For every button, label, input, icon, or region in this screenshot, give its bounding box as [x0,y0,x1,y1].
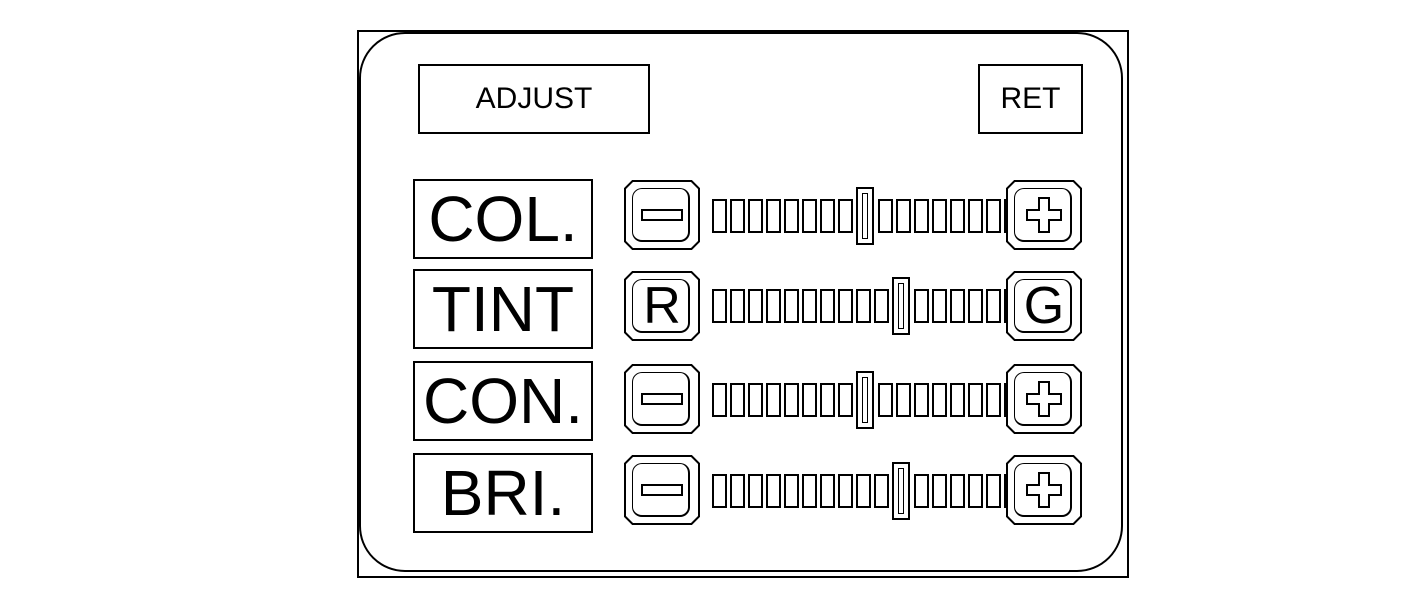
adjust-button[interactable]: ADJUST [418,64,650,134]
slider-tick [766,474,781,508]
slider-tick [838,474,853,508]
brightness-decrease-button[interactable] [624,455,700,525]
slider-thumb[interactable] [892,462,910,520]
slider-tick [838,289,853,323]
slider-tick [914,289,929,323]
brightness-label: BRI. [413,453,593,533]
tint-green-button[interactable]: G [1006,271,1082,341]
slider-tick [820,289,835,323]
slider-tick [838,199,853,233]
slider-tick [856,289,871,323]
color-label: COL. [413,179,593,259]
slider-tick [712,289,727,323]
slider-tick [932,289,947,323]
slider-tick [730,289,745,323]
contrast-label: CON. [413,361,593,441]
minus-icon [641,393,683,405]
slider-tick [730,199,745,233]
slider-tick [950,289,965,323]
minus-icon [641,209,683,221]
tint-red-label: R [643,277,681,335]
brightness-slider[interactable] [712,462,1019,520]
slider-tick [712,383,727,417]
tint-label: TINT [413,269,593,349]
slider-tick [766,199,781,233]
contrast-slider[interactable] [712,371,1019,429]
minus-icon [641,484,683,496]
slider-tick [748,474,763,508]
slider-tick [968,289,983,323]
slider-tick [968,199,983,233]
slider-tick [784,383,799,417]
slider-tick [950,474,965,508]
plus-icon [1024,195,1064,235]
contrast-increase-button[interactable] [1006,364,1082,434]
tint-red-button[interactable]: R [624,271,700,341]
slider-tick [802,289,817,323]
slider-thumb[interactable] [892,277,910,335]
slider-tick [914,383,929,417]
plus-icon [1024,379,1064,419]
brightness-increase-button[interactable] [1006,455,1082,525]
color-slider[interactable] [712,187,1019,245]
slider-tick [766,383,781,417]
slider-tick [950,199,965,233]
slider-tick [986,474,1001,508]
slider-tick [802,474,817,508]
slider-tick [856,474,871,508]
slider-tick [878,199,893,233]
slider-tick [914,474,929,508]
slider-tick [986,199,1001,233]
slider-tick [820,383,835,417]
slider-tick [802,199,817,233]
return-button[interactable]: RET [978,64,1083,134]
slider-tick [932,474,947,508]
slider-tick [986,383,1001,417]
slider-thumb[interactable] [856,371,874,429]
slider-tick [784,199,799,233]
slider-tick [838,383,853,417]
slider-tick [932,199,947,233]
slider-thumb[interactable] [856,187,874,245]
color-increase-button[interactable] [1006,180,1082,250]
slider-tick [874,474,889,508]
slider-tick [968,474,983,508]
slider-tick [802,383,817,417]
slider-tick [986,289,1001,323]
slider-tick [932,383,947,417]
slider-tick [784,474,799,508]
slider-tick [730,474,745,508]
slider-tick [712,199,727,233]
slider-tick [950,383,965,417]
slider-tick [914,199,929,233]
slider-tick [766,289,781,323]
slider-tick [784,289,799,323]
contrast-decrease-button[interactable] [624,364,700,434]
slider-tick [730,383,745,417]
slider-tick [968,383,983,417]
slider-tick [820,474,835,508]
slider-tick [748,289,763,323]
plus-icon [1024,470,1064,510]
slider-tick [874,289,889,323]
slider-tick [748,383,763,417]
slider-tick [896,199,911,233]
slider-tick [878,383,893,417]
slider-tick [748,199,763,233]
tint-green-label: G [1023,277,1065,335]
color-decrease-button[interactable] [624,180,700,250]
slider-tick [820,199,835,233]
slider-tick [896,383,911,417]
slider-tick [712,474,727,508]
tint-slider[interactable] [712,277,1019,335]
